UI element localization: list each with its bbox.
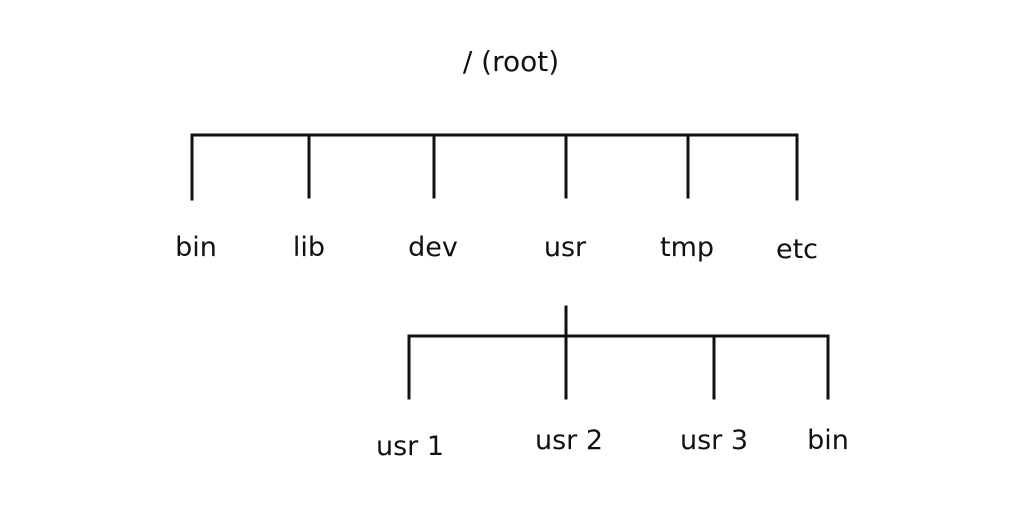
level1-connectors — [190, 133, 799, 201]
dir-label-usr1: usr 1 — [376, 431, 444, 462]
level2-connectors — [407, 305, 830, 400]
dir-label-lib: lib — [293, 232, 325, 263]
dir-label-usr2: usr 2 — [535, 425, 603, 456]
dir-label-etc: etc — [776, 234, 818, 265]
dir-label-usr-bin: bin — [807, 425, 849, 456]
level1-labels: bin lib dev usr tmp etc — [175, 232, 818, 265]
dir-label-bin: bin — [175, 232, 217, 263]
root-label: / (root) — [463, 45, 559, 78]
dir-label-usr: usr — [544, 232, 587, 263]
level2-labels: usr 1 usr 2 usr 3 bin — [376, 425, 849, 462]
dir-label-dev: dev — [408, 232, 458, 263]
dir-label-usr3: usr 3 — [680, 425, 748, 456]
dir-label-tmp: tmp — [660, 232, 714, 263]
